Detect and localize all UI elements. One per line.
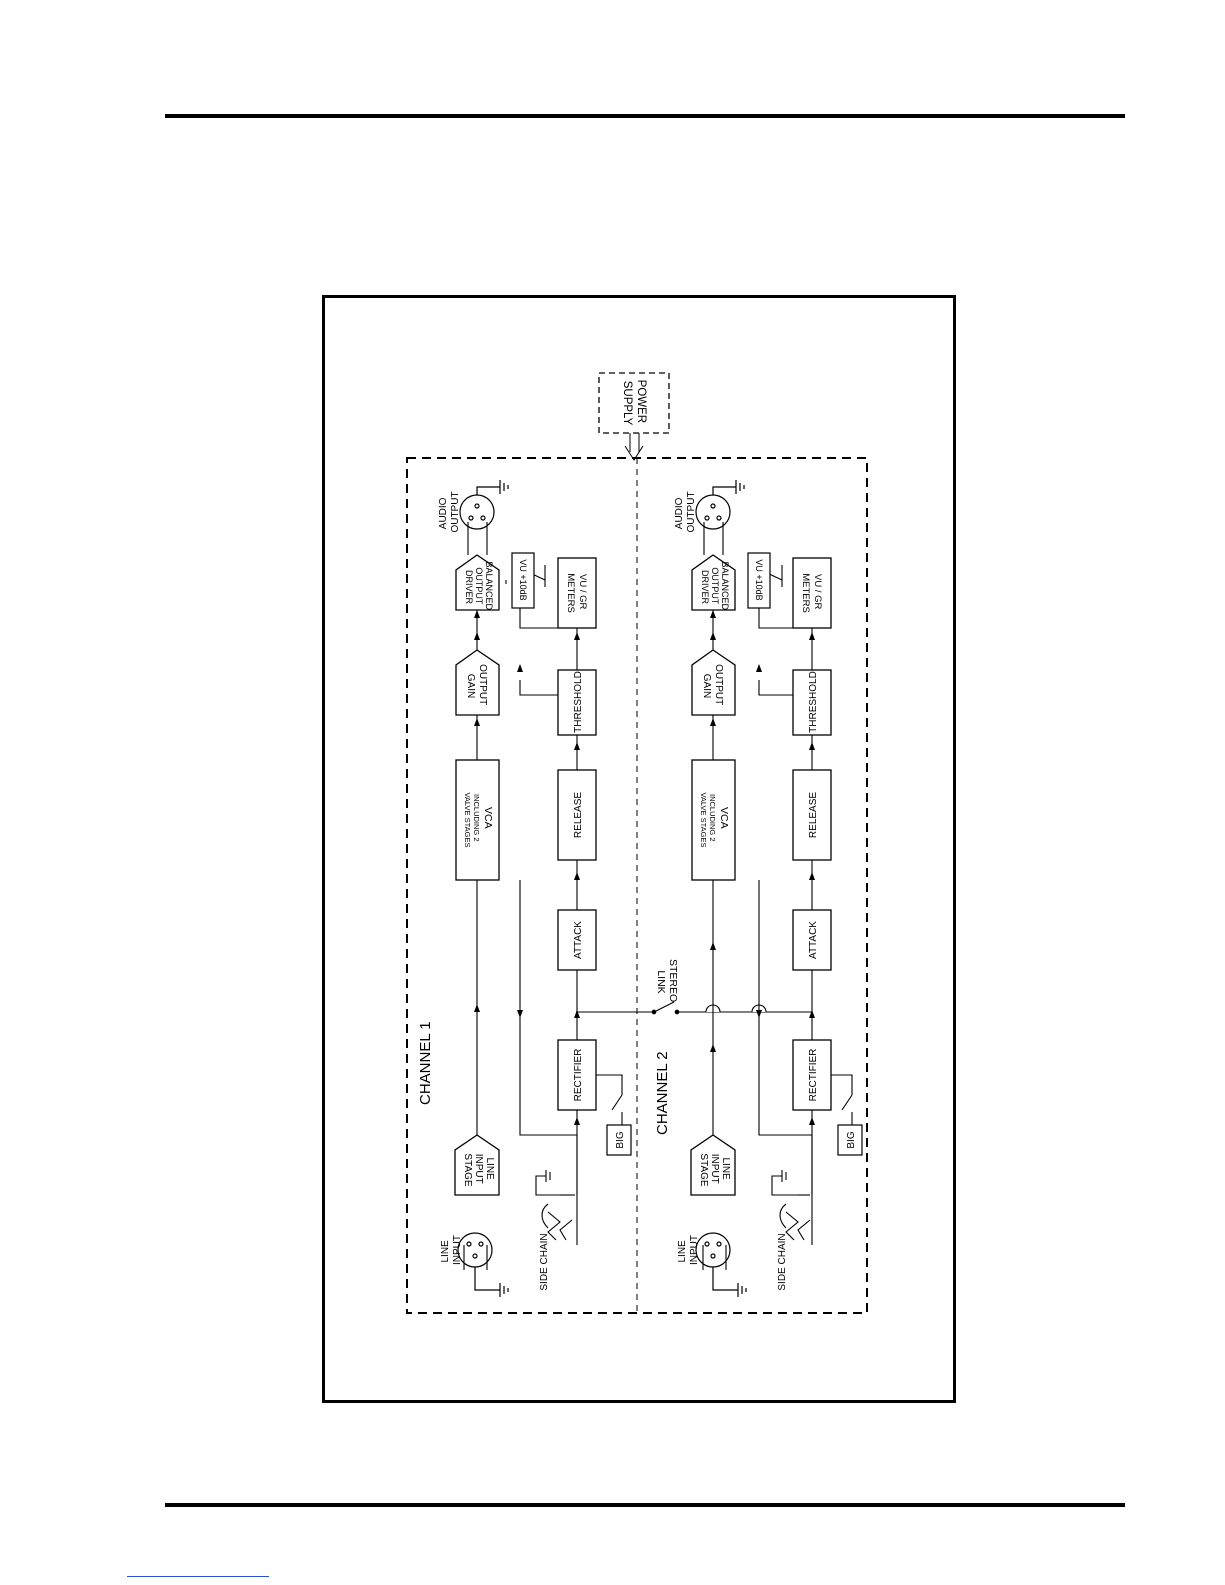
vu-gr-meters-block — [792, 557, 832, 629]
attack-block — [557, 909, 597, 971]
threshold-block — [557, 669, 597, 736]
power-supply-feed — [624, 433, 644, 461]
side-chain-jack — [535, 1170, 575, 1241]
channel-2: CHANNEL 2 — [654, 480, 863, 1297]
stereo-link-label: STEREO LINK — [655, 959, 679, 1005]
threshold-label: THRESHOLD — [573, 671, 584, 733]
side-chain-jack — [771, 1170, 811, 1241]
channel-1: CHANNEL 1 — [417, 480, 632, 1297]
release-label: RELEASE — [808, 792, 819, 838]
rectifier-label: RECTIFIER — [808, 1049, 819, 1102]
vca-label: VCA INCLUDING 2 VALVE STAGES — [463, 792, 498, 847]
output-gain-label: OUTPUT GAIN — [465, 664, 488, 708]
line-input-stage-block — [690, 1134, 736, 1196]
stereo-link-switch — [576, 1001, 812, 1015]
line-input-stage-block — [454, 1134, 500, 1196]
power-supply-label: POWER SUPPLY — [621, 380, 647, 427]
release-block — [557, 769, 597, 861]
threshold-label: THRESHOLD — [808, 671, 819, 733]
threshold-block — [792, 669, 832, 736]
balanced-output-driver-block — [691, 554, 736, 611]
footer-link-underline — [127, 1576, 269, 1577]
audio-output-connector — [695, 480, 745, 530]
balanced-output-driver-label: BALANCED OUTPUT DRIVER — [464, 561, 494, 612]
line-input-label: LINE INPUT — [677, 1235, 700, 1265]
line-input-stage-label: LINE INPUT STAGE — [462, 1153, 495, 1186]
line-input-connector — [695, 1232, 747, 1297]
output-gain-block — [455, 649, 500, 716]
attack-block — [792, 909, 832, 971]
rectifier-label: RECTIFIER — [573, 1049, 584, 1102]
vca-block — [455, 759, 500, 881]
power-supply-box — [598, 372, 670, 434]
audio-output-connector — [459, 480, 509, 530]
line-input-connector — [457, 1232, 509, 1297]
vu-gr-meters-label: VU / GR METERS — [565, 573, 588, 613]
release-block — [792, 769, 832, 861]
figure-frame — [322, 295, 956, 1403]
balanced-output-driver-label: BALANCED OUTPUT DRIVER — [700, 561, 730, 612]
vu-gr-meters-block — [557, 557, 597, 629]
vu-gr-meters-label: VU / GR METERS — [800, 573, 823, 613]
output-gain-block — [691, 649, 736, 716]
big-switch-box — [837, 1124, 863, 1156]
attack-label: ATTACK — [573, 921, 584, 959]
audio-output-label: AUDIO OUTPUT — [438, 491, 461, 532]
side-chain-label: SIDE CHAIN — [539, 1233, 550, 1290]
big-label: BIG — [846, 1131, 857, 1148]
release-label: RELEASE — [573, 792, 584, 838]
vca-label: VCA INCLUDING 2 VALVE STAGES — [699, 792, 734, 847]
rectifier-block — [792, 1039, 832, 1111]
audio-output-label: AUDIO OUTPUT — [674, 491, 697, 532]
big-label: BIG — [615, 1131, 626, 1148]
rectifier-block — [557, 1039, 597, 1111]
balanced-output-driver-block — [455, 554, 500, 611]
attack-label: ATTACK — [808, 921, 819, 959]
vca-block — [691, 759, 736, 881]
channel-title: CHANNEL 2 — [654, 1051, 671, 1135]
output-gain-label: OUTPUT GAIN — [701, 664, 724, 708]
vu-10db-box — [747, 552, 771, 609]
vu-10db-label: VU +10dB — [518, 559, 528, 600]
vu-10db-label: VU +10dB — [754, 559, 764, 600]
big-switch-box — [606, 1124, 632, 1156]
line-input-stage-label: LINE INPUT STAGE — [698, 1153, 731, 1186]
line-input-label: LINE INPUT — [440, 1235, 463, 1265]
side-chain-label: SIDE CHAIN — [777, 1233, 788, 1290]
header-rule — [165, 114, 1125, 118]
footer-rule — [165, 1503, 1125, 1507]
channel-title: CHANNEL 1 — [417, 1021, 434, 1105]
vu-10db-box — [511, 552, 535, 609]
